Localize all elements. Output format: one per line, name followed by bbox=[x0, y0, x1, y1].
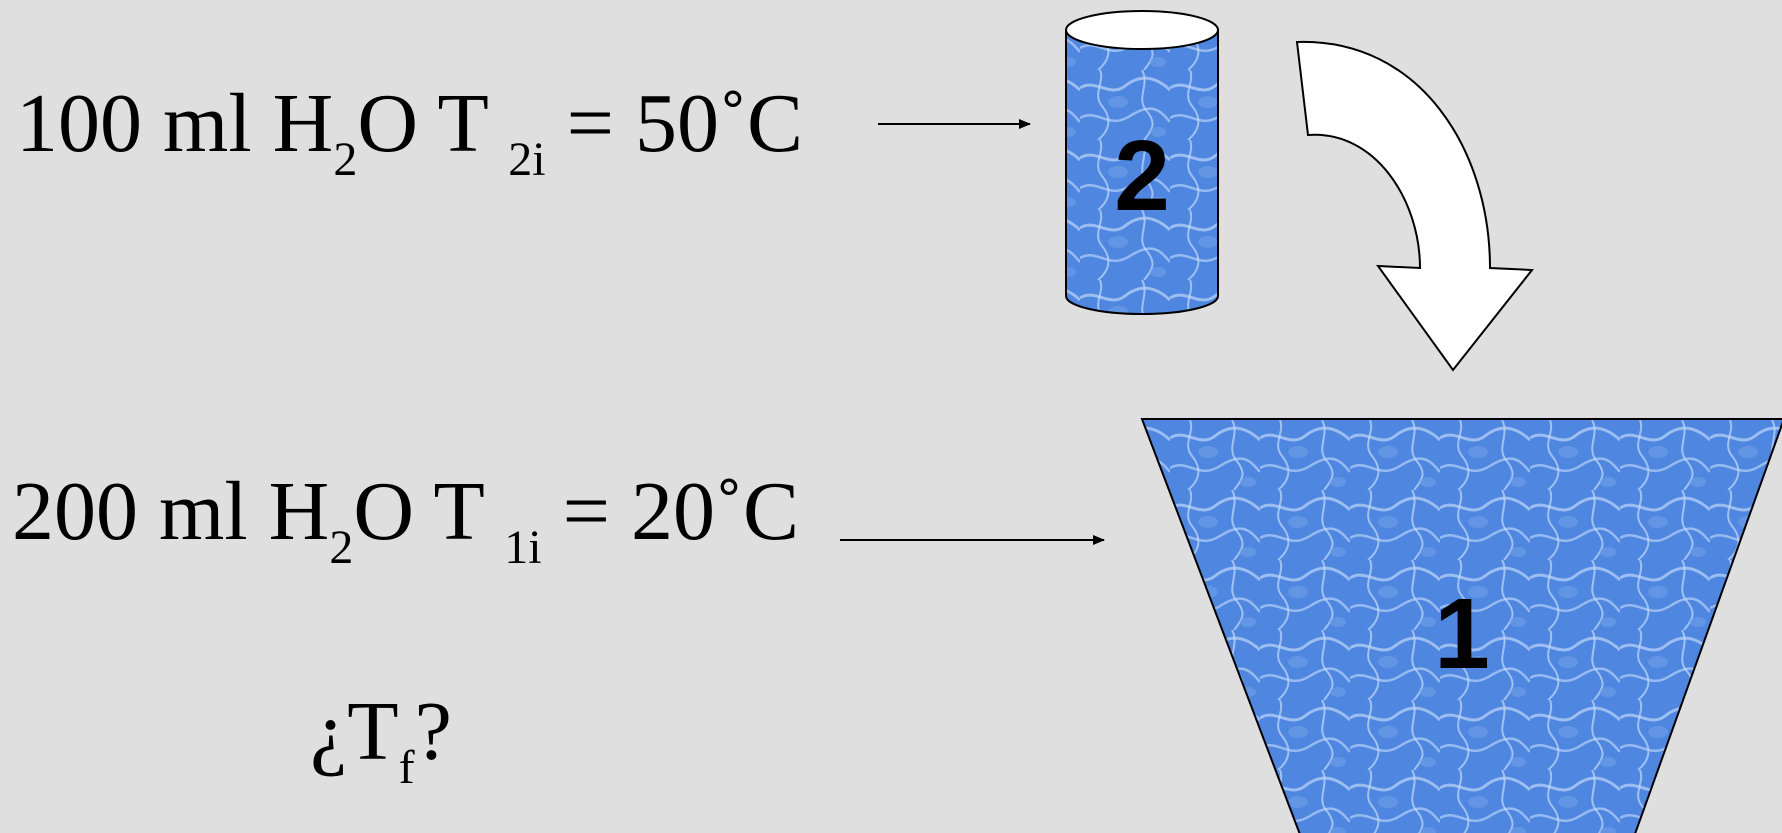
final-temperature-question: ¿Tf? bbox=[310, 690, 452, 792]
species-text: O T bbox=[353, 465, 484, 558]
vessel-2-cylinder: 2 bbox=[1065, 10, 1219, 315]
water-subscript: 2 bbox=[333, 133, 358, 186]
temperature-subscript: 2i bbox=[508, 133, 546, 186]
question-close: ? bbox=[414, 685, 452, 778]
question-open: ¿T bbox=[310, 685, 399, 778]
vessel-2-label: 2 bbox=[1114, 120, 1170, 232]
initial-state-vessel-2: 100 ml H2O T 2i = 50˚C bbox=[16, 82, 803, 184]
quantity-text: 200 ml H bbox=[12, 465, 330, 558]
quantity-text: 100 ml H bbox=[16, 77, 334, 170]
final-subscript: f bbox=[398, 741, 415, 794]
vessel-1-basin: 1 bbox=[1140, 418, 1782, 833]
water-subscript: 2 bbox=[329, 521, 354, 574]
species-text: O T bbox=[357, 77, 488, 170]
pour-arrow-icon bbox=[1295, 40, 1534, 372]
temperature-subscript: 1i bbox=[504, 521, 542, 574]
vessel-1-label: 1 bbox=[1434, 578, 1490, 690]
temperature-value: = 20˚C bbox=[541, 465, 799, 558]
temperature-value: = 50˚C bbox=[545, 77, 803, 170]
initial-state-vessel-1: 200 ml H2O T 1i = 20˚C bbox=[12, 470, 799, 572]
